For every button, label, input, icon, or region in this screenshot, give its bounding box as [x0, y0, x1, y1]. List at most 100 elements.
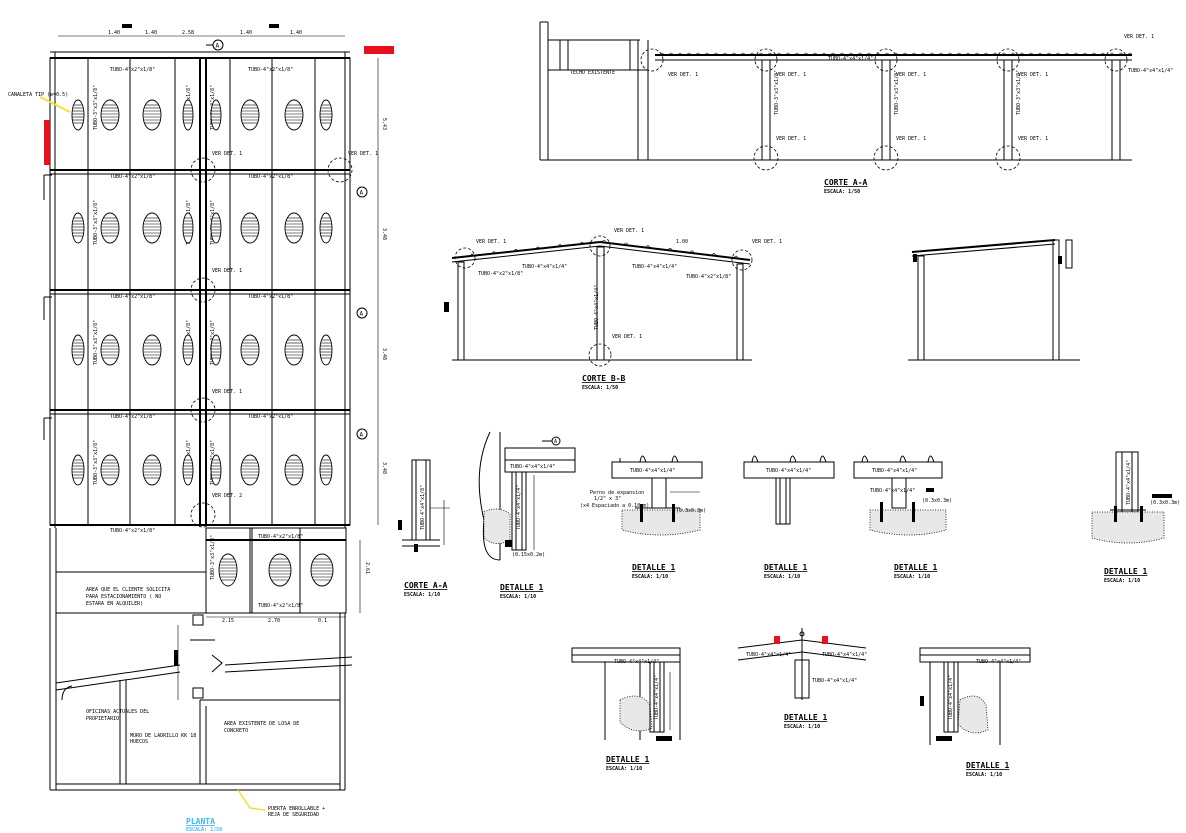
svg-text:TUBO-4"x4"x1/4": TUBO-4"x4"x1/4"	[516, 485, 522, 530]
svg-text:0.1: 0.1	[318, 618, 327, 624]
detail-1-wall: TUBO-4"x4"x1/4" TUBO-4"x4"x1/4" A (0.15x…	[478, 431, 576, 600]
svg-text:TUBO-4"x4"x1/4": TUBO-4"x4"x1/4"	[812, 678, 857, 684]
ventilation-opening	[182, 334, 194, 366]
svg-text:TUBO-4"x2"x1/8": TUBO-4"x2"x1/8"	[110, 294, 155, 300]
dim-tag	[269, 24, 279, 28]
ventilation-opening	[142, 334, 162, 366]
dim-tag	[122, 24, 132, 28]
ventilation-opening	[284, 99, 304, 131]
svg-text:(x4 Espaciado a 0.10 m): (x4 Espaciado a 0.10 m)	[580, 503, 649, 509]
svg-text:VER DET. 1: VER DET. 1	[668, 72, 698, 78]
svg-text:TUBO-4"x2"x1/8": TUBO-4"x2"x1/8"	[110, 414, 155, 420]
columns	[761, 59, 1121, 161]
svg-text:TUBO-4"x4"x1/4": TUBO-4"x4"x1/4"	[510, 464, 555, 470]
ventilation-opening	[210, 334, 222, 366]
detail-scale: ESCALA: 1/10	[1104, 578, 1140, 584]
ventilation-opening	[319, 334, 333, 366]
svg-text:VER DET. 1: VER DET. 1	[896, 136, 926, 142]
ventilation-opening	[319, 454, 333, 486]
detail-title: DETALLE 1	[632, 563, 676, 572]
beam-label: TUBO-4"x4"x1/4"	[828, 56, 873, 62]
plan-purlins	[87, 58, 316, 525]
svg-text:1.00: 1.00	[676, 239, 688, 245]
detail-1-ridge: TUBO-4"x4"x1/4" TUBO-4"x4"x1/4" TUBO-4"x…	[737, 628, 867, 730]
svg-text:TUBO-4"x2"x1/8": TUBO-4"x2"x1/8"	[248, 294, 293, 300]
svg-text:TUBO-4"x2"x1/8": TUBO-4"x2"x1/8"	[110, 528, 155, 534]
svg-text:TUBO-4"x2"x1/8": TUBO-4"x2"x1/8"	[110, 67, 155, 73]
svg-text:Perno de expansion: Perno de expansion	[590, 490, 644, 496]
detail-title: CORTE A-A	[404, 581, 448, 590]
roof-sheet-ribs	[469, 239, 739, 259]
dim-top-3: 2.58	[182, 30, 194, 36]
svg-text:(0.15x0.2m): (0.15x0.2m)	[512, 552, 545, 558]
office-note-2: PROPIETARIO	[86, 716, 119, 722]
ventilation-opening	[142, 99, 162, 131]
plan-ventilation-openings	[71, 99, 334, 587]
detail-title: DETALLE 1	[784, 713, 828, 722]
detail-1-column-base: TUBO-4"x4"x1/4" (0.3x0.3m) DETALLE 1 ESC…	[1091, 451, 1180, 584]
ventilation-opening	[240, 334, 260, 366]
svg-text:TUBO-4"x2"x1/8": TUBO-4"x2"x1/8"	[248, 67, 293, 73]
svg-text:TUBO-4"x4"x1/4": TUBO-4"x4"x1/4"	[1126, 460, 1132, 505]
ver-det-label: VER DET. 1	[348, 151, 378, 157]
section-a-a: TECHO EXISTENTE TUBO-4"x4"x1/4" TUBO-4"x…	[539, 21, 1173, 195]
detail-scale: ESCALA: 1/10	[404, 592, 440, 598]
svg-text:TUBO-4"x4"x1/4": TUBO-4"x4"x1/4"	[822, 652, 867, 658]
svg-text:VER DET. 1: VER DET. 1	[776, 72, 806, 78]
red-marker	[364, 46, 394, 54]
svg-text:VER DET. 1: VER DET. 1	[612, 334, 642, 340]
red-marker	[44, 120, 50, 165]
svg-text:TUBO-4"x2"x1/8": TUBO-4"x2"x1/8"	[248, 414, 293, 420]
svg-text:VER DET. 1: VER DET. 1	[476, 239, 506, 245]
ver-det-label: VER DET. 1	[212, 151, 242, 157]
svg-text:TUBO-3"x3"x1/8": TUBO-3"x3"x1/8"	[774, 70, 780, 115]
office-note-1: OFICINAS ACTUALES DEL	[86, 709, 149, 715]
section-arrows: A A A	[43, 174, 368, 440]
plan-scale: ESCALA: 1/50	[186, 827, 222, 833]
svg-text:(0.3x0.3m): (0.3x0.3m)	[922, 498, 952, 504]
ventilation-opening	[142, 212, 162, 244]
svg-text:TUBO-4"x2"x1/8": TUBO-4"x2"x1/8"	[258, 603, 303, 609]
detail-1-wall-right: TUBO-4"x4"x1/4" TUBO-4"x4"x1/4" DETALLE …	[919, 647, 1031, 778]
slab-note-1: AREA EXISTENTE DE LOSA DE	[224, 721, 299, 727]
svg-text:TUBO-3"x3"x1/8": TUBO-3"x3"x1/8"	[210, 535, 216, 580]
svg-text:TUBO-4"x4"x1/4": TUBO-4"x4"x1/4"	[614, 659, 659, 665]
corte-aa-scale: ESCALA: 1/50	[824, 189, 860, 195]
wall-note-2: HUECOS	[130, 739, 148, 745]
ventilation-opening	[182, 99, 194, 131]
svg-text:TUBO-4"x2"x1/8": TUBO-4"x2"x1/8"	[478, 271, 523, 277]
ventilation-opening	[71, 454, 85, 486]
ventilation-opening	[210, 99, 222, 131]
ventilation-opening	[71, 334, 85, 366]
svg-text:TUBO-4"x4"x1/4": TUBO-4"x4"x1/4"	[654, 675, 660, 720]
detail-scale: ESCALA: 1/10	[606, 766, 642, 772]
dim-top-2: 1.40	[145, 30, 157, 36]
gutter-label: CANALETA TIP (e=0.5)	[8, 92, 68, 98]
section-b-b: VER DET. 1 VER DET. 1 VER DET. 1 VER DET…	[444, 228, 782, 391]
svg-text:VER DET. 1: VER DET. 1	[776, 136, 806, 142]
detail-title: DETALLE 1	[764, 563, 808, 572]
slab-note-2: CONCRETO	[224, 728, 248, 734]
detail-scale: ESCALA: 1/10	[500, 594, 536, 600]
svg-text:3.48: 3.48	[381, 228, 387, 240]
detail-title: DETALLE 1	[1104, 567, 1148, 576]
ventilation-opening	[284, 454, 304, 486]
dim-top-1: 1.40	[108, 30, 120, 36]
ventilation-opening	[100, 212, 120, 244]
svg-text:TUBO-4"x4"x1/8": TUBO-4"x4"x1/8"	[420, 485, 426, 530]
ventilation-opening	[182, 212, 194, 244]
svg-text:VER DET. 1: VER DET. 1	[1018, 136, 1048, 142]
ventilation-opening	[319, 99, 333, 131]
parking-note-2: PARA ESTACIONAMIENTO ( NO	[86, 594, 161, 600]
svg-text:A: A	[554, 439, 557, 445]
ventilation-opening	[100, 334, 120, 366]
corte-bb-title: CORTE B-B	[582, 374, 626, 383]
svg-text:TUBO-3"x3"x1/8": TUBO-3"x3"x1/8"	[93, 200, 99, 245]
corte-bb-scale: ESCALA: 1/50	[582, 385, 618, 391]
ver-det-label: VER DET. 1	[212, 268, 242, 274]
detail-1-wall-left: TUBO-4"x4"x1/4" TUBO-4"x4"x1/4" DETALLE …	[571, 647, 681, 772]
corte-aa-title: CORTE A-A	[824, 178, 868, 187]
existing-roof-label: TECHO EXISTENTE	[570, 70, 615, 76]
svg-text:TUBO-4"x4"x1/4": TUBO-4"x4"x1/4"	[594, 285, 600, 330]
